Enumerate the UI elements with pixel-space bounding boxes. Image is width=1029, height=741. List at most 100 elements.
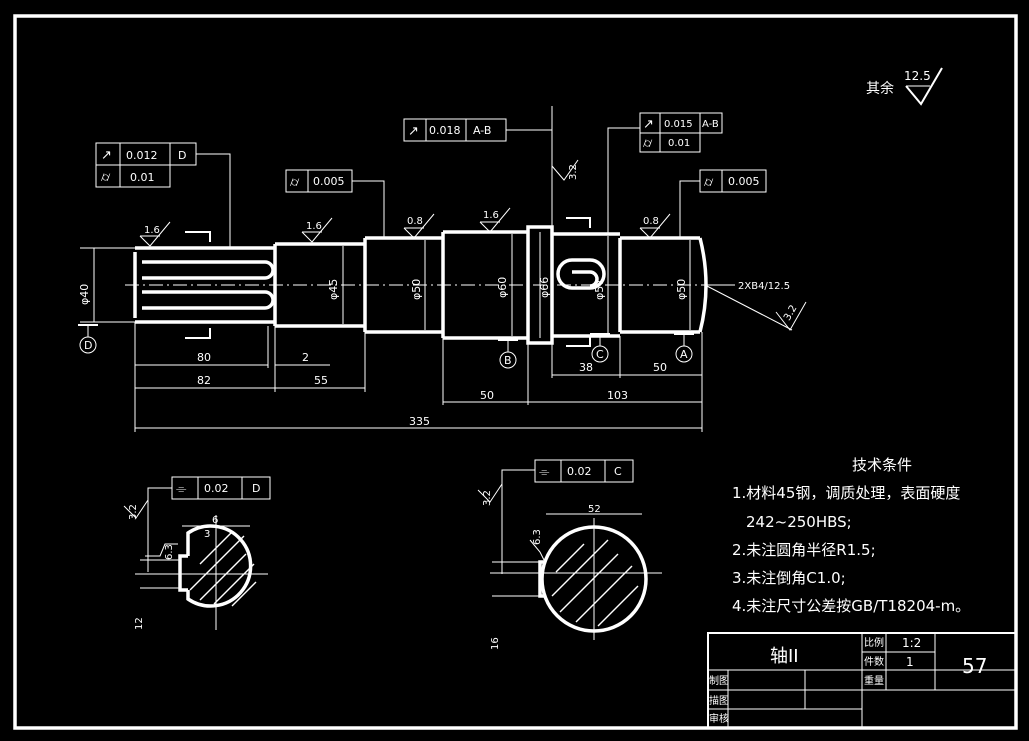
notes-line-4: 3.未注倒角C1.0; <box>732 569 846 587</box>
fcf-right-top: ↗ 0.015 A-B ⌭ 0.01 <box>607 112 723 234</box>
fcf-center-top: ↗ 0.018 A-B <box>403 118 552 142</box>
keyway-left <box>142 260 275 310</box>
fcf-lm-sym: ⌭ <box>290 175 300 190</box>
general-roughness: 其余 12.5 <box>866 67 943 106</box>
section-right: ⌯ 0.02 C 3.2 52 6.3 16 <box>477 459 662 650</box>
datum-b-label: B <box>504 354 512 367</box>
fcf-left-mid: ⌭ 0.005 <box>285 169 385 238</box>
datum-d: D <box>78 324 98 354</box>
datum-symbols: D B C A <box>78 324 694 369</box>
tb-check-label: 审核 <box>709 712 729 725</box>
notes-line-3: 2.未注圆角半径R1.5; <box>732 541 876 559</box>
fcf-right-mid: ⌭ 0.005 <box>679 169 767 238</box>
fcf-rm-sym: ⌭ <box>704 175 714 190</box>
tb-drawn-label: 制图 <box>709 674 729 687</box>
fcf-tl-val1: 0.012 <box>126 149 158 162</box>
sec-left-dim6: 6 <box>212 515 218 526</box>
fcf-rt-sym2: ⌭ <box>643 136 653 151</box>
fcf-ct-sym: ↗ <box>408 124 419 139</box>
keyway-right <box>556 258 606 290</box>
fcf-ct-ref: A-B <box>473 124 491 137</box>
fcf-rt-sym1: ↗ <box>643 117 654 132</box>
fcf-top-left: ↗ 0.012 D ⌭ 0.01 <box>95 142 231 248</box>
center-hole-rough: 3.2 <box>782 303 799 322</box>
title-block: 轴II 比例 1:2 件数 1 重量 57 制图 描图 审核 <box>707 632 1017 729</box>
sec-left-dim3: 3 <box>204 529 210 540</box>
fcf-rt-val2: 0.01 <box>668 138 690 149</box>
sec-left-val: 0.02 <box>204 482 229 495</box>
general-roughness-prefix: 其余 <box>866 80 894 97</box>
dim-55: 55 <box>314 374 328 387</box>
fcf-rt-ref1: A-B <box>702 119 719 130</box>
fcf-tl-sym1: ↗ <box>101 148 112 163</box>
center-hole-text: 2XB4/12.5 <box>738 281 790 292</box>
dim-50r: 50 <box>653 361 667 374</box>
sec-right-sym: ⌯ <box>539 465 550 480</box>
diameter-labels: φ40 φ45 φ50 φ60 φ66 φ57 φ50 <box>78 277 688 305</box>
notes-line-2: 242~250HBS; <box>746 513 852 531</box>
rough-3: 0.8 <box>407 216 423 227</box>
sec-right-dim52: 52 <box>588 504 601 515</box>
dia-50b: φ50 <box>675 279 688 300</box>
tb-scale-label: 比例 <box>864 636 884 649</box>
fcf-tl-ref1: D <box>178 149 186 162</box>
notes-line-5: 4.未注尺寸公差按GB/T18204-m。 <box>732 597 970 615</box>
sec-left-dim63: 6.3 <box>164 544 175 560</box>
section-arrows <box>185 217 591 347</box>
fcf-tl-sym2: ⌭ <box>101 170 111 185</box>
drawing-frame <box>13 14 1018 730</box>
tb-design-label: 描图 <box>709 694 729 707</box>
rough-4: 1.6 <box>483 210 499 221</box>
sec-right-dim63: 6.3 <box>532 529 543 545</box>
fcf-rt-val1: 0.015 <box>664 119 693 130</box>
fcf-lm-val: 0.005 <box>313 175 345 188</box>
shaft-profile <box>133 225 708 345</box>
rough-5: 0.8 <box>643 216 659 227</box>
section-left: ⌯ 0.02 D 3.2 6 3 6.3 12 <box>123 476 271 630</box>
datum-d-label: D <box>84 339 92 352</box>
notes-title: 技术条件 <box>852 456 912 474</box>
dia-45: φ45 <box>327 279 340 300</box>
dia-57: φ57 <box>593 279 606 300</box>
sec-left-dim12: 12 <box>134 617 145 630</box>
tb-part-name: 轴II <box>770 646 799 667</box>
dim-38: 38 <box>579 361 593 374</box>
fcf-tl-val2: 0.01 <box>130 171 155 184</box>
general-roughness-value: 12.5 <box>904 69 931 83</box>
fcf-ct-val: 0.018 <box>429 124 461 137</box>
rough-1: 1.6 <box>144 225 160 236</box>
center-hole-note: 2XB4/12.5 3.2 <box>704 281 807 331</box>
notes-line-1: 1.材料45钢，调质处理，表面硬度 <box>732 484 960 502</box>
dim-103: 103 <box>607 389 628 402</box>
dia-60: φ60 <box>496 277 509 298</box>
sec-left-ref: D <box>252 482 260 495</box>
datum-b: B <box>498 339 518 369</box>
datum-c: C <box>590 333 610 363</box>
datum-a: A <box>674 333 694 363</box>
tb-weight-label: 重量 <box>864 674 884 687</box>
tb-scale-value: 1:2 <box>902 636 921 650</box>
technical-notes: 技术条件 1.材料45钢，调质处理，表面硬度 242~250HBS; 2.未注圆… <box>732 456 970 615</box>
dia-50a: φ50 <box>410 279 423 300</box>
fcf-rm-val: 0.005 <box>728 175 760 188</box>
sec-right-ref: C <box>614 465 622 478</box>
dim-82: 82 <box>197 374 211 387</box>
tb-qty-label: 件数 <box>864 655 884 668</box>
length-dimensions: 80 2 82 55 50 103 38 50 335 <box>134 322 703 432</box>
sec-right-val: 0.02 <box>567 465 592 478</box>
dim-50: 50 <box>480 389 494 402</box>
tb-drawing-number: 57 <box>962 654 987 678</box>
dim-335: 335 <box>409 415 430 428</box>
datum-a-label: A <box>680 348 688 361</box>
sec-right-rough: 3.2 <box>482 490 493 506</box>
datum-c-label: C <box>596 348 604 361</box>
dim-2: 2 <box>302 351 309 364</box>
rough-2: 1.6 <box>306 221 322 232</box>
dia-40: φ40 <box>78 284 91 305</box>
dim-80: 80 <box>197 351 211 364</box>
sec-left-sym: ⌯ <box>176 482 187 497</box>
tb-qty-value: 1 <box>906 655 914 669</box>
rough-6: 3.2 <box>568 164 579 180</box>
sec-left-rough: 3.2 <box>128 504 139 520</box>
